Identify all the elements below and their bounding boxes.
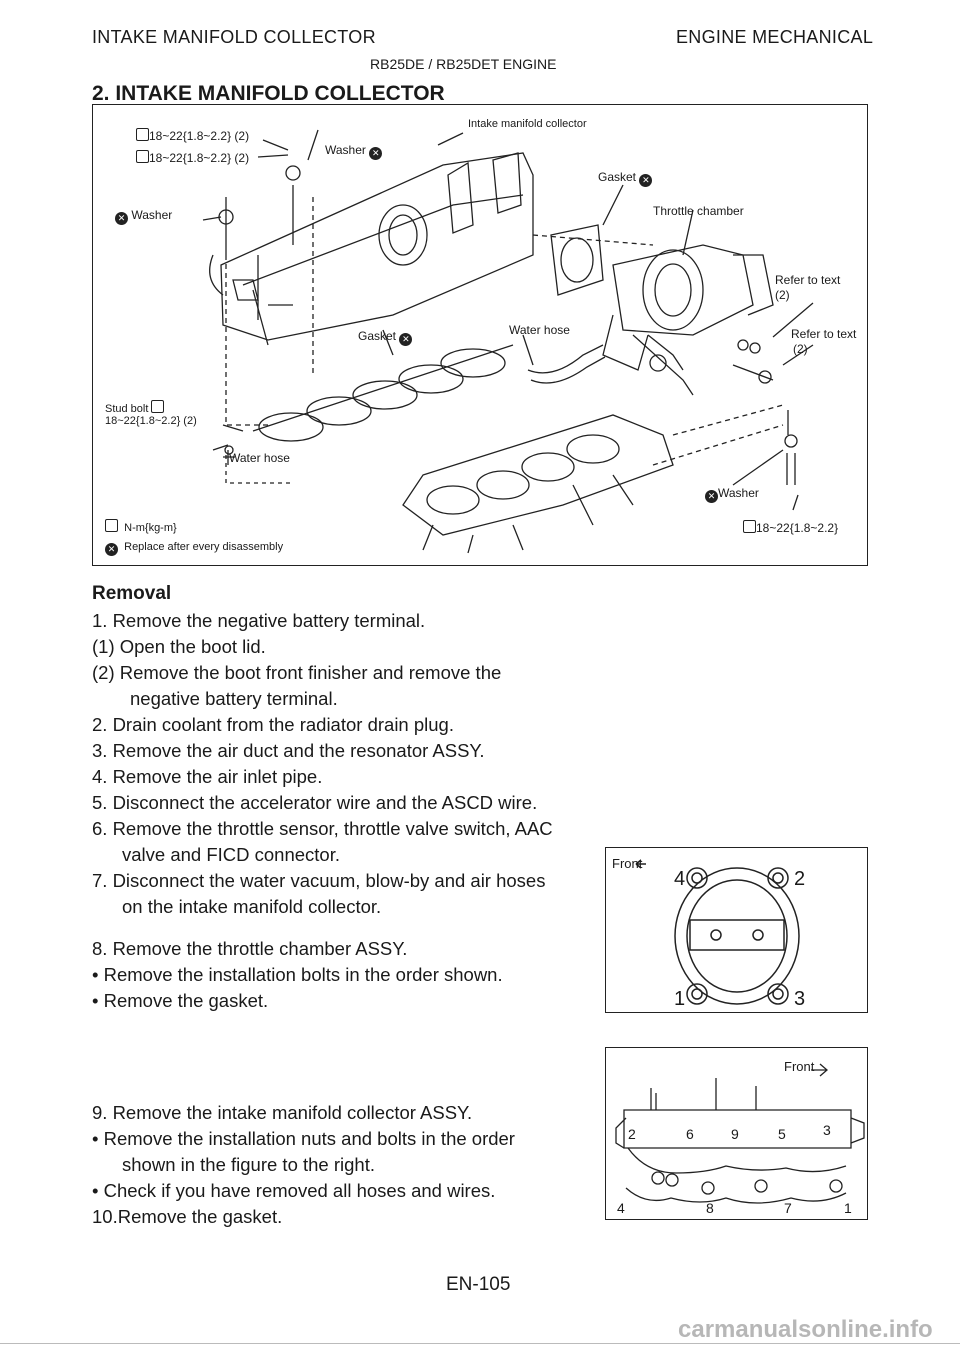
step-line: 1. Remove the negative battery terminal.	[92, 610, 426, 631]
label-water-hose-2: Water hose	[229, 451, 290, 465]
front-label: Front	[784, 1059, 815, 1074]
replace-icon: ✕	[115, 212, 128, 225]
bolt-number-top: 3	[823, 1122, 831, 1138]
legend-replace-text: Replace after every disassembly	[124, 541, 284, 553]
step-line: 2. Drain coolant from the radiator drain…	[92, 714, 454, 735]
collector-bolt-order-drawing	[615, 1063, 865, 1204]
bottom-rule	[0, 1343, 960, 1344]
label-collector: Intake manifold collector	[468, 118, 587, 130]
bolt-number-bottom: 1	[844, 1200, 852, 1216]
throttle-bolt-order-drawing	[635, 859, 800, 1005]
header-right: ENGINE MECHANICAL	[676, 27, 874, 47]
label-stud-torque: 18~22{1.8~2.2} (2)	[105, 415, 197, 427]
bolt-number-3: 3	[794, 988, 806, 1010]
torque-icon	[743, 520, 756, 533]
header-left: INTAKE MANIFOLD COLLECTOR	[92, 27, 376, 47]
step-line: • Remove the installation bolts in the o…	[92, 964, 503, 985]
bolt-number-bottom: 4	[617, 1200, 625, 1216]
step-line: valve and FICD connector.	[122, 844, 340, 865]
bolt-number-top: 2	[628, 1126, 636, 1142]
removal-heading: Removal	[92, 583, 172, 604]
stud-text: Stud bolt	[105, 403, 149, 415]
bolt-number-1: 1	[674, 988, 686, 1010]
torque-right-text: 18~22{1.8~2.2}	[756, 521, 839, 535]
label-washer-top: Washer ✕	[325, 143, 383, 160]
header-sub: RB25DE / RB25DET ENGINE	[370, 56, 557, 72]
label-torque-b: 18~22{1.8~2.2} (2)	[136, 150, 249, 165]
label-gasket-mid: Gasket ✕	[358, 329, 413, 346]
label-refer-1-num: (2)	[775, 288, 790, 302]
step-line: negative battery terminal.	[130, 688, 338, 709]
torque-icon	[151, 400, 165, 413]
legend-replace: ✕ Replace after every disassembly	[105, 541, 283, 556]
legend-torque-text: N-m{kg-m}	[124, 522, 177, 534]
replace-icon: ✕	[105, 543, 118, 556]
gasket-mid-text: Gasket	[358, 329, 397, 343]
washer-left-text: Washer	[131, 208, 173, 222]
bolt-number-bottom: 7	[784, 1200, 792, 1216]
step-line: 7. Disconnect the water vacuum, blow-by …	[92, 870, 546, 891]
replace-icon: ✕	[369, 147, 383, 160]
gasket-top-text: Gasket	[598, 170, 637, 184]
washer-right-text: Washer	[718, 486, 759, 500]
front-label: Front	[612, 856, 643, 871]
torque-b-text: 18~22{1.8~2.2} (2)	[149, 151, 250, 165]
step-line: shown in the figure to the right.	[122, 1154, 375, 1175]
watermark: carmanualsonline.info	[678, 1316, 933, 1343]
step-line: 10.Remove the gasket.	[92, 1206, 283, 1227]
torque-icon	[105, 519, 118, 532]
step-line: • Remove the installation nuts and bolts…	[92, 1128, 515, 1149]
label-refer-1: Refer to text	[775, 273, 841, 287]
step-line: 8. Remove the throttle chamber ASSY.	[92, 938, 408, 959]
label-water-hose-1: Water hose	[509, 323, 570, 337]
bolt-number-top: 6	[686, 1126, 694, 1142]
label-washer-right: ✕Washer	[705, 486, 759, 503]
page-number: EN-105	[446, 1274, 511, 1295]
step-line: • Check if you have removed all hoses an…	[92, 1180, 496, 1201]
bolt-number-2: 2	[794, 868, 806, 890]
label-torque-a: 18~22{1.8~2.2} (2)	[136, 128, 249, 143]
step-line: 5. Disconnect the accelerator wire and t…	[92, 792, 538, 813]
exploded-view-figure: Intake manifold collector 18~22{1.8~2.2}…	[92, 104, 868, 566]
replace-icon: ✕	[399, 333, 413, 346]
replace-icon: ✕	[639, 174, 653, 187]
step-line: (2) Remove the boot front finisher and r…	[92, 662, 502, 683]
throttle-bolt-order-figure: Front 4 2 1 3	[605, 847, 868, 1013]
bolt-number-top: 5	[778, 1126, 786, 1142]
label-refer-2: Refer to text	[791, 327, 857, 341]
torque-a-text: 18~22{1.8~2.2} (2)	[149, 129, 250, 143]
step-line: • Remove the gasket.	[92, 990, 269, 1011]
bolt-number-top: 9	[731, 1126, 739, 1142]
step-line: 4. Remove the air inlet pipe.	[92, 766, 323, 787]
torque-icon	[136, 128, 149, 141]
step-line: 3. Remove the air duct and the resonator…	[92, 740, 485, 761]
section-title: 2. INTAKE MANIFOLD COLLECTOR	[92, 82, 445, 105]
label-stud-bolt: Stud bolt	[105, 400, 165, 415]
step-line: 6. Remove the throttle sensor, throttle …	[92, 818, 553, 839]
exploded-view-drawing	[202, 129, 814, 554]
legend-torque: N-m{kg-m}	[105, 519, 177, 534]
collector-bolt-order-figure: Front 2 6 9 5 3 4 8 7 1	[605, 1047, 868, 1220]
replace-icon: ✕	[705, 490, 718, 503]
bolt-number-4: 4	[674, 868, 686, 890]
label-refer-2-num: (2)	[793, 342, 808, 356]
step-line: 9. Remove the intake manifold collector …	[92, 1102, 473, 1123]
torque-icon	[136, 150, 149, 163]
label-washer-left: ✕ Washer	[115, 208, 172, 225]
label-throttle-chamber: Throttle chamber	[653, 204, 744, 218]
step-line: (1) Open the boot lid.	[92, 636, 266, 657]
washer-top-text: Washer	[325, 143, 366, 157]
bolt-number-bottom: 8	[706, 1200, 714, 1216]
label-torque-right: 18~22{1.8~2.2}	[743, 520, 838, 535]
step-line: on the intake manifold collector.	[122, 896, 382, 917]
label-gasket-top: Gasket ✕	[598, 170, 653, 187]
